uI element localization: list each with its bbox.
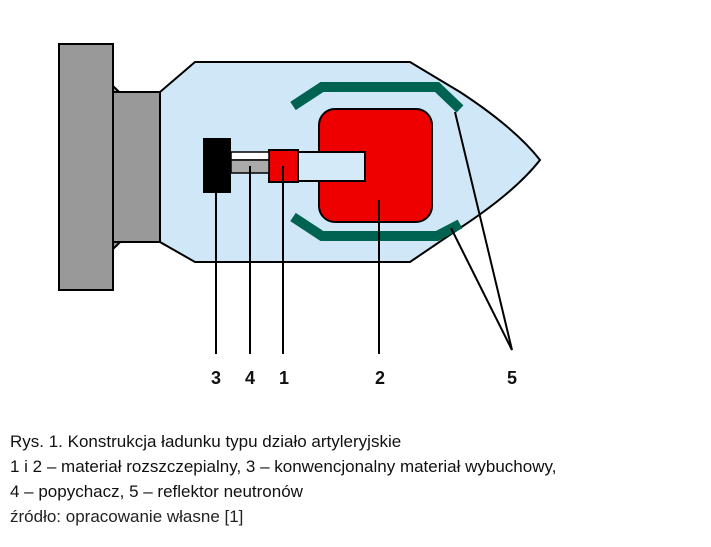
tail-neck xyxy=(111,91,161,243)
pusher-rod xyxy=(230,151,270,161)
caption-legend-line-2: 4 – popychacz, 5 – reflektor neutronów xyxy=(10,482,303,501)
label-5: 5 xyxy=(507,368,517,388)
neutron-reflector-upper xyxy=(290,82,464,113)
caption-source: źródło: opracowanie własne [1] xyxy=(10,507,244,526)
caption-legend-line-1: 1 i 2 – materiał rozszczepialny, 3 – kon… xyxy=(10,457,557,476)
label-1: 1 xyxy=(279,368,289,388)
label-2: 2 xyxy=(375,368,385,388)
conventional-explosive xyxy=(203,138,231,193)
figure-caption: Rys. 1. Konstrukcja ładunku typu działo … xyxy=(10,429,705,529)
tail-plate xyxy=(58,43,114,291)
caption-title: Rys. 1. Konstrukcja ładunku typu działo … xyxy=(10,432,402,451)
leader-line-5a xyxy=(454,111,513,351)
gun-barrel xyxy=(297,151,366,182)
label-4: 4 xyxy=(245,368,255,388)
gun-type-bomb-diagram: 3 4 1 2 5 xyxy=(58,43,542,388)
leader-line-5b xyxy=(450,227,513,351)
label-3: 3 xyxy=(211,368,221,388)
